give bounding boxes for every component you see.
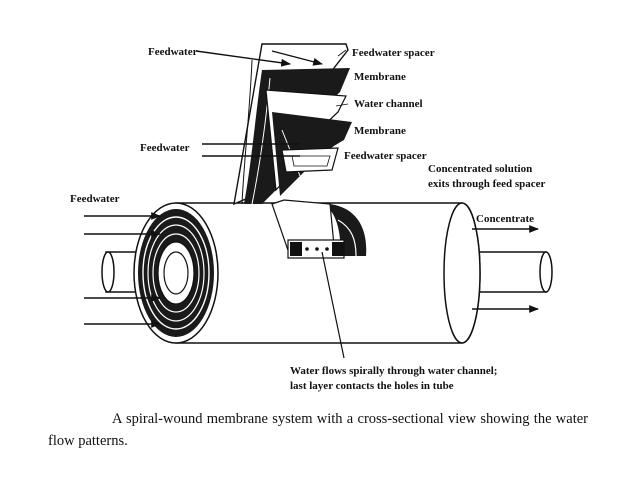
- module-body: [175, 202, 481, 344]
- tube-hole: [315, 247, 319, 251]
- label-flow-line2: last layer contacts the holes in tube: [290, 380, 454, 392]
- label-feedwater-spacer-top: Feedwater spacer: [352, 47, 435, 59]
- arrow-flow-pointer: [321, 251, 345, 359]
- label-concentrated-line2: exits through feed spacer: [428, 178, 546, 190]
- permeate-tube-right: [469, 251, 553, 293]
- label-feedwater-mid: Feedwater: [140, 142, 190, 154]
- cutaway-section: [271, 199, 367, 259]
- label-feedwater-spacer-bottom: Feedwater spacer: [344, 150, 427, 162]
- leader-water-channel: [335, 103, 349, 107]
- arrow-feedwater-top-b: [271, 50, 323, 66]
- tube-hole: [325, 247, 329, 251]
- label-feedwater-top: Feedwater: [148, 46, 198, 58]
- label-feedwater-left: Feedwater: [70, 193, 120, 205]
- flow-arrows: [84, 49, 539, 359]
- label-concentrate: Concentrate: [476, 213, 534, 225]
- leader-feedwater-spacer-top: [337, 49, 347, 57]
- unrolled-layers: [233, 43, 352, 206]
- label-membrane-top: Membrane: [354, 71, 406, 83]
- arrow-feedwater-top-a: [195, 50, 291, 67]
- labels: Feedwater Feedwater Feedwater Feedwater …: [70, 46, 546, 392]
- tube-hole: [305, 247, 309, 251]
- label-membrane-bottom: Membrane: [354, 125, 406, 137]
- spiral-end-face: [133, 202, 219, 344]
- label-concentrated-line1: Concentrated solution: [428, 163, 532, 175]
- label-water-channel: Water channel: [354, 98, 423, 110]
- figure-caption: A spiral-wound membrane system with a cr…: [48, 408, 588, 452]
- label-flow-line1: Water flows spirally through water chann…: [290, 365, 497, 377]
- caption-text: A spiral-wound membrane system with a cr…: [48, 411, 588, 449]
